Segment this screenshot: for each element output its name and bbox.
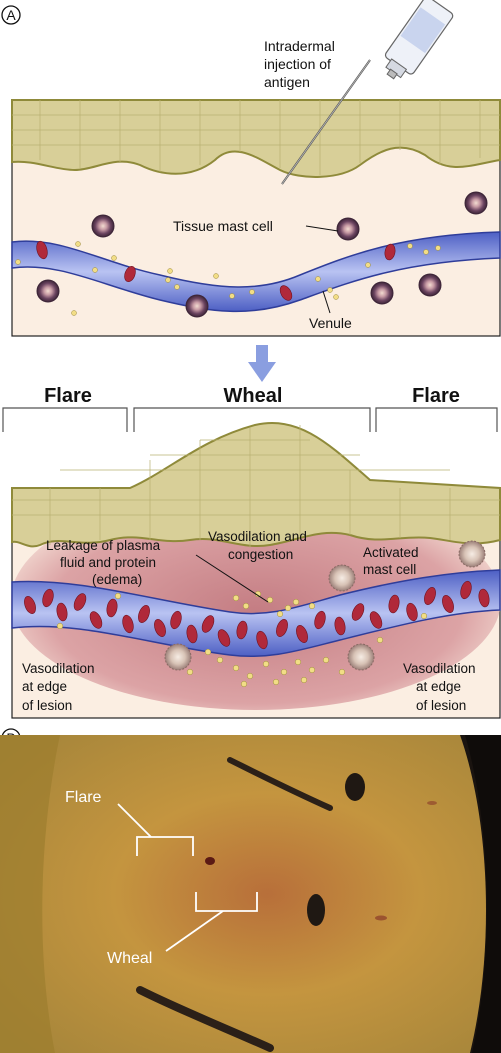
tissue-mast-cells [36, 191, 488, 318]
panel-a-letter: A [1, 5, 21, 25]
photo-annotations [117, 803, 258, 952]
injection-label-3: antigen [264, 74, 310, 90]
skin-photo [0, 735, 501, 1053]
wheal-header: Wheal [224, 385, 283, 407]
edge-left-3: of lesion [22, 698, 72, 713]
edge-right-1: Vasodilation [403, 661, 476, 676]
flare-photo-label: Flare [65, 789, 102, 806]
edge-left-2: at edge [22, 679, 67, 694]
plasma-particles [71, 245, 441, 316]
epidermis-top [11, 99, 501, 178]
syringe-icon [281, 0, 454, 185]
leakage-label-3: (edema) [92, 572, 142, 587]
edge-left-1: Vasodilation [22, 661, 95, 676]
injection-label-2: injection of [264, 56, 331, 72]
leakage-label-2: fluid and protein [60, 555, 156, 570]
venule-dilated [11, 569, 501, 658]
region-brackets [2, 407, 498, 432]
wheal-photo-label: Wheal [107, 950, 152, 967]
edge-right-3: of lesion [416, 698, 466, 713]
epidermis-raised [11, 422, 501, 548]
venule-platelets [15, 241, 429, 295]
tissue-mast-cell-label: Tissue mast cell [173, 218, 273, 234]
flare-header-right: Flare [412, 385, 460, 407]
activated-mast-cells [164, 540, 486, 671]
activated-mast-cell-2: mast cell [363, 562, 416, 577]
vasodilation-congestion-1: Vasodilation and [208, 529, 307, 544]
panel-a-top-diagram [11, 99, 501, 337]
leaking-plasma [56, 590, 428, 688]
flare-header-left: Flare [44, 385, 92, 407]
injection-label-1: Intradermal [264, 38, 335, 54]
activated-mast-cell-1: Activated [363, 545, 419, 560]
venule [11, 231, 501, 313]
leakage-label-1: Leakage of plasma [46, 538, 161, 553]
dilated-rbcs [24, 580, 490, 650]
down-arrow-icon [248, 345, 276, 382]
panel-a-lower-diagram [11, 422, 501, 719]
venule-rbcs [36, 240, 396, 301]
edge-right-2: at edge [416, 679, 461, 694]
svg-text:A: A [6, 7, 16, 23]
venule-label: Venule [309, 315, 352, 331]
vasodilation-congestion-2: congestion [228, 547, 293, 562]
